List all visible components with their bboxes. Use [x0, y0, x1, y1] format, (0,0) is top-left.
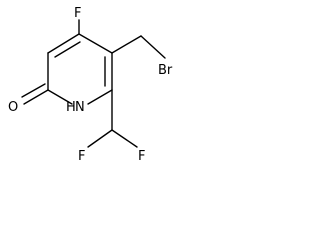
molecule-structure: F Br O H N F F — [8, 6, 173, 164]
bond-ch2-br — [140, 35, 166, 59]
structure-canvas: F Br O H N F F — [0, 0, 194, 178]
atom-br: Br — [158, 63, 173, 78]
atom-nh-h: H — [66, 100, 76, 115]
atom-f-right: F — [138, 149, 145, 164]
atom-f-top: F — [74, 6, 81, 21]
atom-o: O — [8, 100, 18, 115]
bond-c2-o — [23, 89, 49, 105]
bond-c3-c4-double — [54, 41, 81, 58]
bond-chf2-f-left — [87, 129, 113, 148]
bond-c4-c5 — [78, 33, 113, 54]
atom-f-left: F — [78, 149, 85, 164]
atom-n: N — [75, 100, 85, 115]
bond-c2-o-double — [21, 83, 46, 98]
bond-chf2-f-right — [111, 129, 138, 148]
bond-c3-c4 — [47, 33, 80, 54]
bond-c6-n1 — [87, 89, 113, 105]
bond-n1-c2 — [47, 89, 73, 105]
bond-c5-ch2 — [111, 35, 142, 54]
